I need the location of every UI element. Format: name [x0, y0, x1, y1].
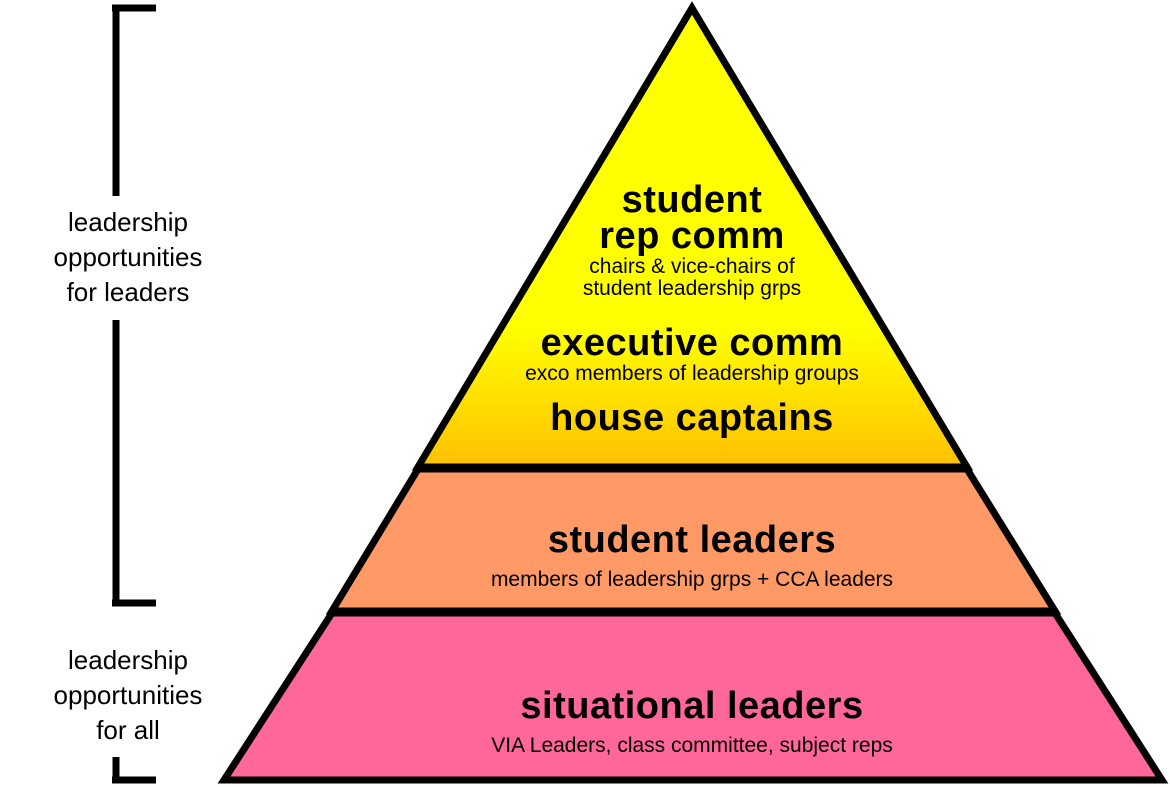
student-leaders-desc: members of leadership grps + CCA leaders: [490, 568, 894, 591]
all-label-line2: opportunities: [53, 680, 203, 710]
bracket-leaders: [112, 4, 156, 607]
situational-leaders-title: situational leaders: [520, 685, 864, 727]
student-rep-comm-title-line2: rep comm: [599, 215, 785, 257]
pyramid-bottom-tier: [217, 609, 1169, 784]
leaders-label-line3: for leaders: [66, 277, 190, 307]
student-rep-comm-desc-line2: student leadership grps: [582, 277, 802, 300]
student-leaders-title: student leaders: [547, 519, 837, 561]
house-captains-title: house captains: [550, 397, 834, 439]
all-label-line3: for all: [96, 715, 160, 745]
leaders-label-line2: opportunities: [53, 242, 203, 272]
student-rep-comm-title-line1: student: [621, 179, 763, 221]
executive-comm-title: executive comm: [540, 322, 844, 364]
student-rep-comm-desc-line1: chairs & vice-chairs of: [589, 255, 795, 278]
all-label-line1: leadership: [68, 645, 188, 675]
leaders-label-line1: leadership: [68, 207, 188, 237]
executive-comm-desc: exco members of leadership groups: [525, 362, 859, 385]
situational-leaders-desc: VIA Leaders, class committee, subject re…: [491, 734, 893, 757]
all-bracket-label: leadership opportunities for all: [28, 643, 228, 748]
leaders-bracket-label: leadership opportunities for leaders: [28, 205, 228, 310]
bracket-all: [112, 757, 156, 784]
